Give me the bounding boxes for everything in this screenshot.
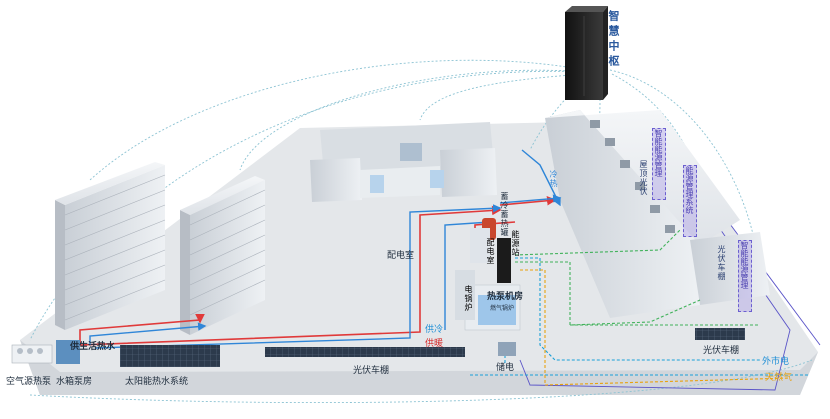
storage-unit (498, 342, 516, 356)
distribution-room-left-label: 配电室 (387, 250, 415, 260)
building-mid-left (180, 176, 266, 335)
heat-pump-room-label: 热泵机房 (487, 291, 524, 301)
building-right (545, 110, 770, 318)
energy-station (455, 218, 521, 331)
gas-boiler-label: 燃气锅炉 (490, 306, 515, 312)
pv-carport-right-label: 光伏车棚 (703, 345, 740, 355)
mgmt-box-2: 能源管理系统 (683, 165, 697, 237)
hot-cold-label: 冷热 (549, 170, 558, 188)
water-pump-room-label: 水箱泵房 (56, 376, 93, 386)
green-lines (514, 229, 760, 326)
air-source-heat-pump-label: 空气源热泵 (6, 376, 52, 386)
energy-station-label: 能源站 (511, 230, 520, 257)
air-source-heat-pump-units (11, 340, 80, 364)
hub-label: 智慧中枢 (607, 10, 619, 70)
natural-gas-label: 天然气 (765, 372, 793, 382)
gas-lines (520, 269, 791, 386)
distribution-room-center-label: 配电室 (486, 238, 495, 265)
storage-label: 储电 (496, 362, 515, 372)
heating-label: 供暖 (425, 338, 444, 348)
electric-boiler-label: 电锅炉 (464, 285, 473, 312)
hub-cabinet (565, 6, 608, 100)
mgmt-box-1-label: 智能能源管理 (654, 129, 663, 177)
pv-carport-right (695, 328, 745, 340)
pv-shed-label: 光伏车棚 (717, 245, 726, 281)
building-left (55, 162, 166, 330)
solar-panels (120, 345, 220, 367)
mgmt-box-1: 智能能源管理 (652, 128, 666, 200)
grid-power-label: 外市电 (762, 356, 790, 366)
pv-carport-front-label: 光伏车棚 (353, 365, 390, 375)
rooftop-pv-label: 屋顶光伏 (639, 160, 648, 196)
heating-lines (79, 195, 557, 346)
building-center (310, 122, 497, 202)
ground-edge (20, 340, 818, 395)
pv-carport-front (265, 347, 465, 357)
cooling-lines (89, 149, 562, 349)
ice-storage-label: 蓄冷蓄热罐 (500, 192, 509, 237)
cooling-label: 供冷 (425, 324, 444, 334)
mgmt-box-3: 智能能源管理 (738, 240, 752, 312)
domestic-hot-water-label: 供生活热水 (70, 341, 116, 351)
mgmt-box-3-label: 智能能源管理 (740, 241, 749, 289)
solar-hot-water-label: 太阳能热水系统 (125, 376, 189, 386)
mgmt-box-2-label: 能源管理系统 (685, 166, 694, 214)
